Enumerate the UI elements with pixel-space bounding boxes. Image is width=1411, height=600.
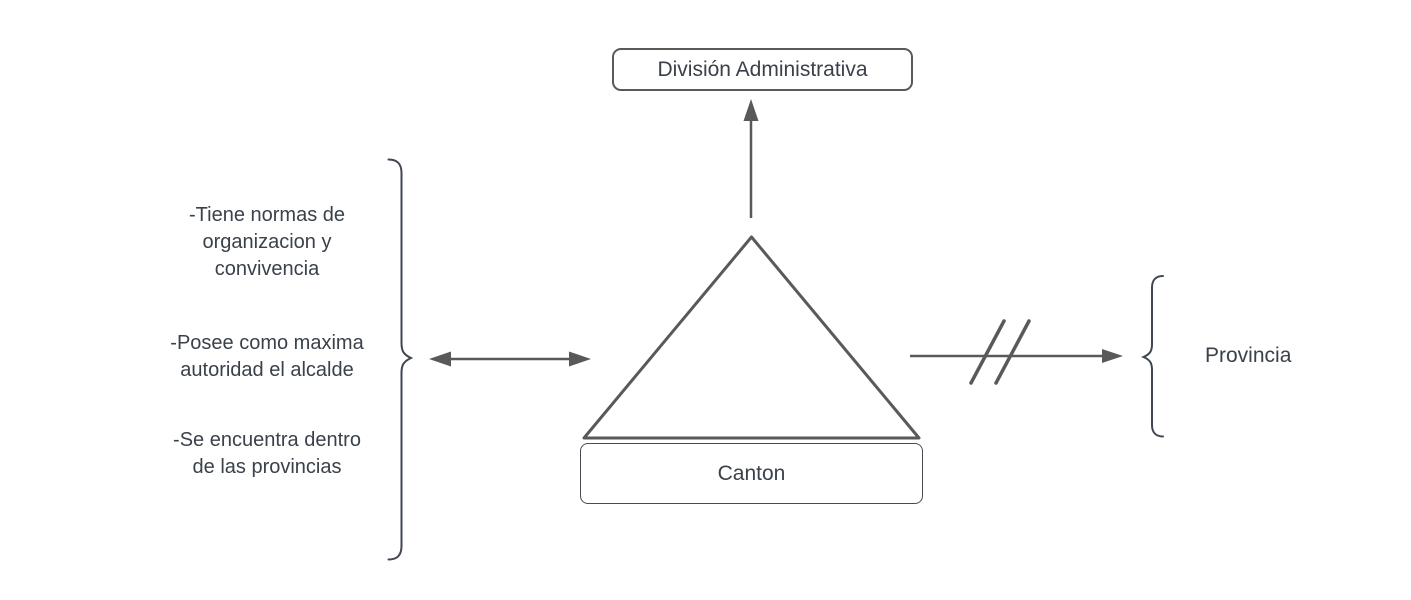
crossed-arrow <box>910 319 1123 385</box>
note-line: organizacion y <box>202 231 332 253</box>
note-block-provincias: -Se encuentra dentro de las provincias <box>138 427 396 481</box>
break-slash-icon <box>994 319 1031 385</box>
up-arrow <box>743 99 759 218</box>
double-headed-arrow <box>429 351 591 367</box>
triangle-shape <box>582 235 921 440</box>
note-line: de las provincias <box>192 456 342 478</box>
note-line: -Tiene normas de <box>189 204 345 226</box>
note-line: convivencia <box>214 258 320 280</box>
canton-label: Canton <box>717 461 786 485</box>
note-line: -Posee como maxima <box>170 332 364 354</box>
division-administrativa-box: División Administrativa <box>612 48 913 91</box>
up-arrowhead-icon <box>743 99 759 121</box>
crossed-arrowhead-icon <box>1102 349 1123 363</box>
left-arrowhead-icon <box>429 351 451 367</box>
note-line: -Se encuentra dentro <box>173 429 361 451</box>
note-block-alcalde: -Posee como maxima autoridad el alcalde <box>138 330 396 384</box>
note-line: autoridad el alcalde <box>180 359 354 381</box>
break-slash-icon <box>969 319 1006 385</box>
note-block-normas: -Tiene normas de organizacion y conviven… <box>138 202 396 283</box>
notes-brace <box>387 158 414 561</box>
provincia-label: Provincia <box>1205 344 1292 367</box>
provincia-brace <box>1140 275 1164 438</box>
canton-box: Canton <box>580 443 923 504</box>
right-arrowhead-icon <box>569 351 591 367</box>
division-administrativa-label: División Administrativa <box>657 57 868 81</box>
